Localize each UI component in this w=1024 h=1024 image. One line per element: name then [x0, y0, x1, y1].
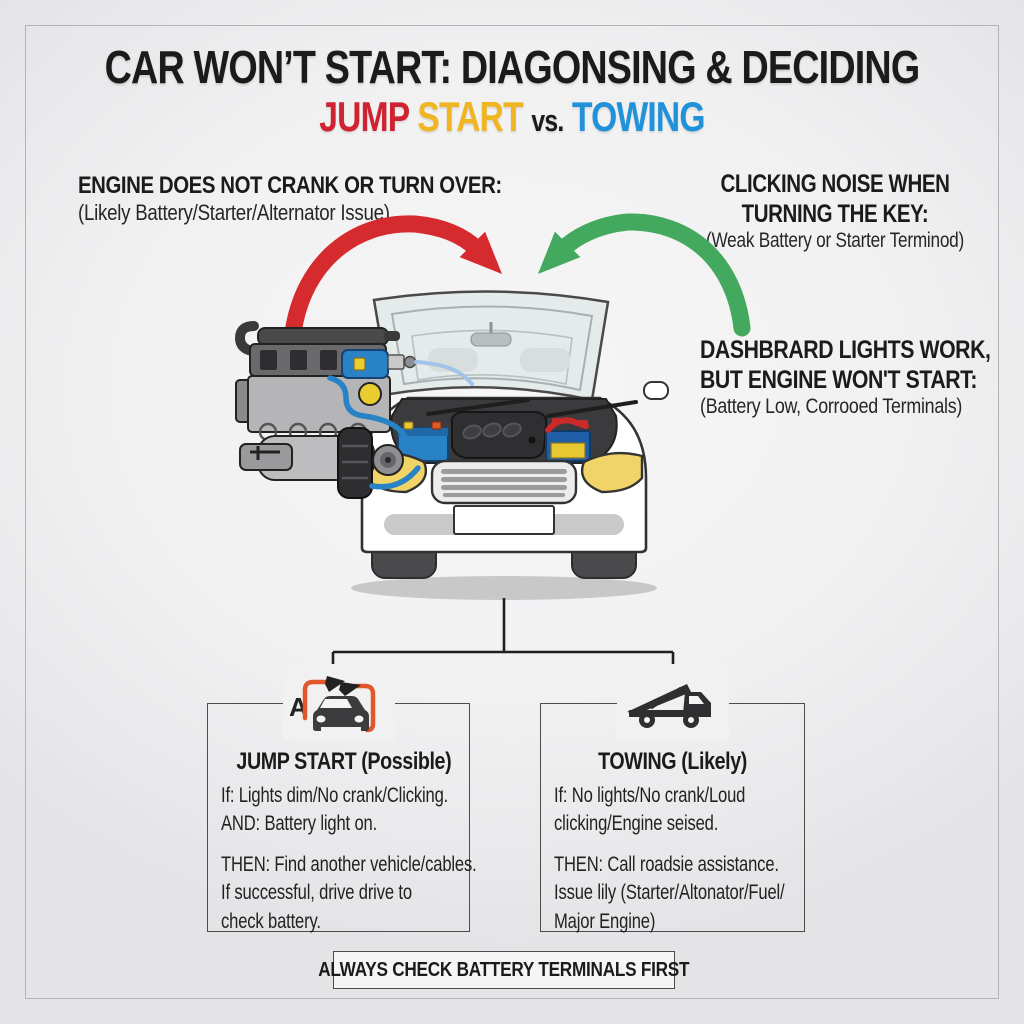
subtitle-vs: vs.	[531, 103, 564, 138]
car-shadow	[351, 576, 657, 600]
action-line: If successful, drive drive to	[221, 881, 412, 905]
car-open-hood	[372, 290, 610, 402]
starter-motor	[341, 349, 417, 379]
page-title: CAR WON’T START: DIAGONSING & DECIDING	[104, 41, 921, 93]
car-body	[339, 381, 669, 554]
callout-dashboard-lights: DASHBRARD LIGHTS WORK, BUT ENGINE WON'T …	[700, 336, 1024, 420]
condition-line: If: Lights dim/No crank/Clicking.	[221, 784, 449, 807]
tow-truck-icon	[616, 664, 729, 740]
callout-heading-line1: CLICKING NOISE WHEN	[720, 170, 950, 198]
action-line: check battery.	[221, 909, 321, 933]
headlight-left	[364, 451, 428, 494]
condition-line: clicking/Engine seised.	[554, 812, 719, 836]
callout-detail: (Weak Battery or Starter Terminod)	[705, 229, 964, 252]
decision-box-jump-start: A JUMP START (Possible) If: Lights dim/N…	[207, 664, 477, 933]
decision-title: TOWING (Likely)	[598, 748, 747, 775]
side-mirror-right	[643, 381, 669, 400]
wiper-right	[546, 400, 638, 418]
decision-actions: THEN: Find another vehicle/cables. If su…	[221, 851, 481, 935]
subtitle-start: START	[417, 93, 523, 140]
condition-line: If: No lights/No crank/Loud	[554, 784, 746, 807]
jumper-cables-car-icon: A	[282, 664, 395, 740]
callout-detail: (Likely Battery/Starter/Alternator Issue…	[78, 200, 390, 226]
callout-clicking-noise: CLICKING NOISE WHEN TURNING THE KEY: (We…	[660, 170, 1010, 254]
callout-heading-line2: TURNING THE KEY:	[741, 199, 929, 228]
subtitle-towing: TOWING	[572, 93, 706, 140]
footer-banner: ALWAYS CHECK BATTERY TERMINALS FIRST	[318, 951, 690, 989]
front-grille	[430, 459, 578, 505]
decision-title: JUMP START (Possible)	[236, 748, 452, 775]
callout-heading-line2: BUT ENGINE WON'T START:	[700, 365, 978, 394]
action-line: Issue lily (Starter/Altonator/Fuel/	[554, 881, 785, 905]
car-wheels	[371, 533, 637, 579]
decision-conditions: If: No lights/No crank/Loud clicking/Eng…	[554, 782, 816, 838]
license-plate	[453, 505, 555, 535]
page-subtitle: JUMP START vs. TOWING	[102, 93, 921, 141]
action-line: THEN: Call roadsie assistance.	[554, 853, 779, 877]
rearview-mirror	[470, 332, 512, 347]
callout-heading-line1: DASHBRARD LIGHTS WORK,	[700, 336, 991, 364]
front-bumper	[384, 514, 624, 535]
decision-conditions: If: Lights dim/No crank/Clicking. AND: B…	[221, 782, 481, 838]
decision-box-towing: TOWING (Likely) If: No lights/No crank/L…	[540, 664, 805, 933]
callout-heading: ENGINE DOES NOT CRANK OR TURN OVER:	[78, 172, 502, 199]
callout-engine-no-crank: ENGINE DOES NOT CRANK OR TURN OVER: (Lik…	[78, 172, 577, 226]
seat-headrest-left	[428, 348, 478, 372]
condition-line: AND: Battery light on.	[221, 812, 378, 836]
engine-manifold	[450, 411, 548, 459]
subtitle-jump: JUMP	[319, 93, 409, 140]
action-line: THEN: Find another vehicle/cables.	[221, 853, 477, 877]
headlight-right	[580, 451, 644, 494]
car-battery	[397, 421, 449, 462]
red-curved-arrow	[284, 215, 503, 342]
engine-block-illustration	[234, 321, 474, 499]
footer-banner-text: ALWAYS CHECK BATTERY TERMINALS FIRST	[318, 958, 690, 981]
seat-headrest-right	[520, 348, 570, 372]
action-line: Major Engine)	[554, 909, 656, 933]
decision-actions: THEN: Call roadsie assistance. Issue lil…	[554, 851, 816, 935]
pulley	[372, 444, 404, 476]
side-mirror-left	[339, 381, 365, 400]
hoses	[327, 360, 474, 490]
engine-bay	[390, 398, 618, 464]
jump-pack-battery	[545, 417, 591, 462]
callout-detail: (Battery Low, Corrooed Terminals)	[700, 395, 963, 418]
wiper-left	[426, 398, 530, 416]
oil-cap	[358, 382, 382, 406]
